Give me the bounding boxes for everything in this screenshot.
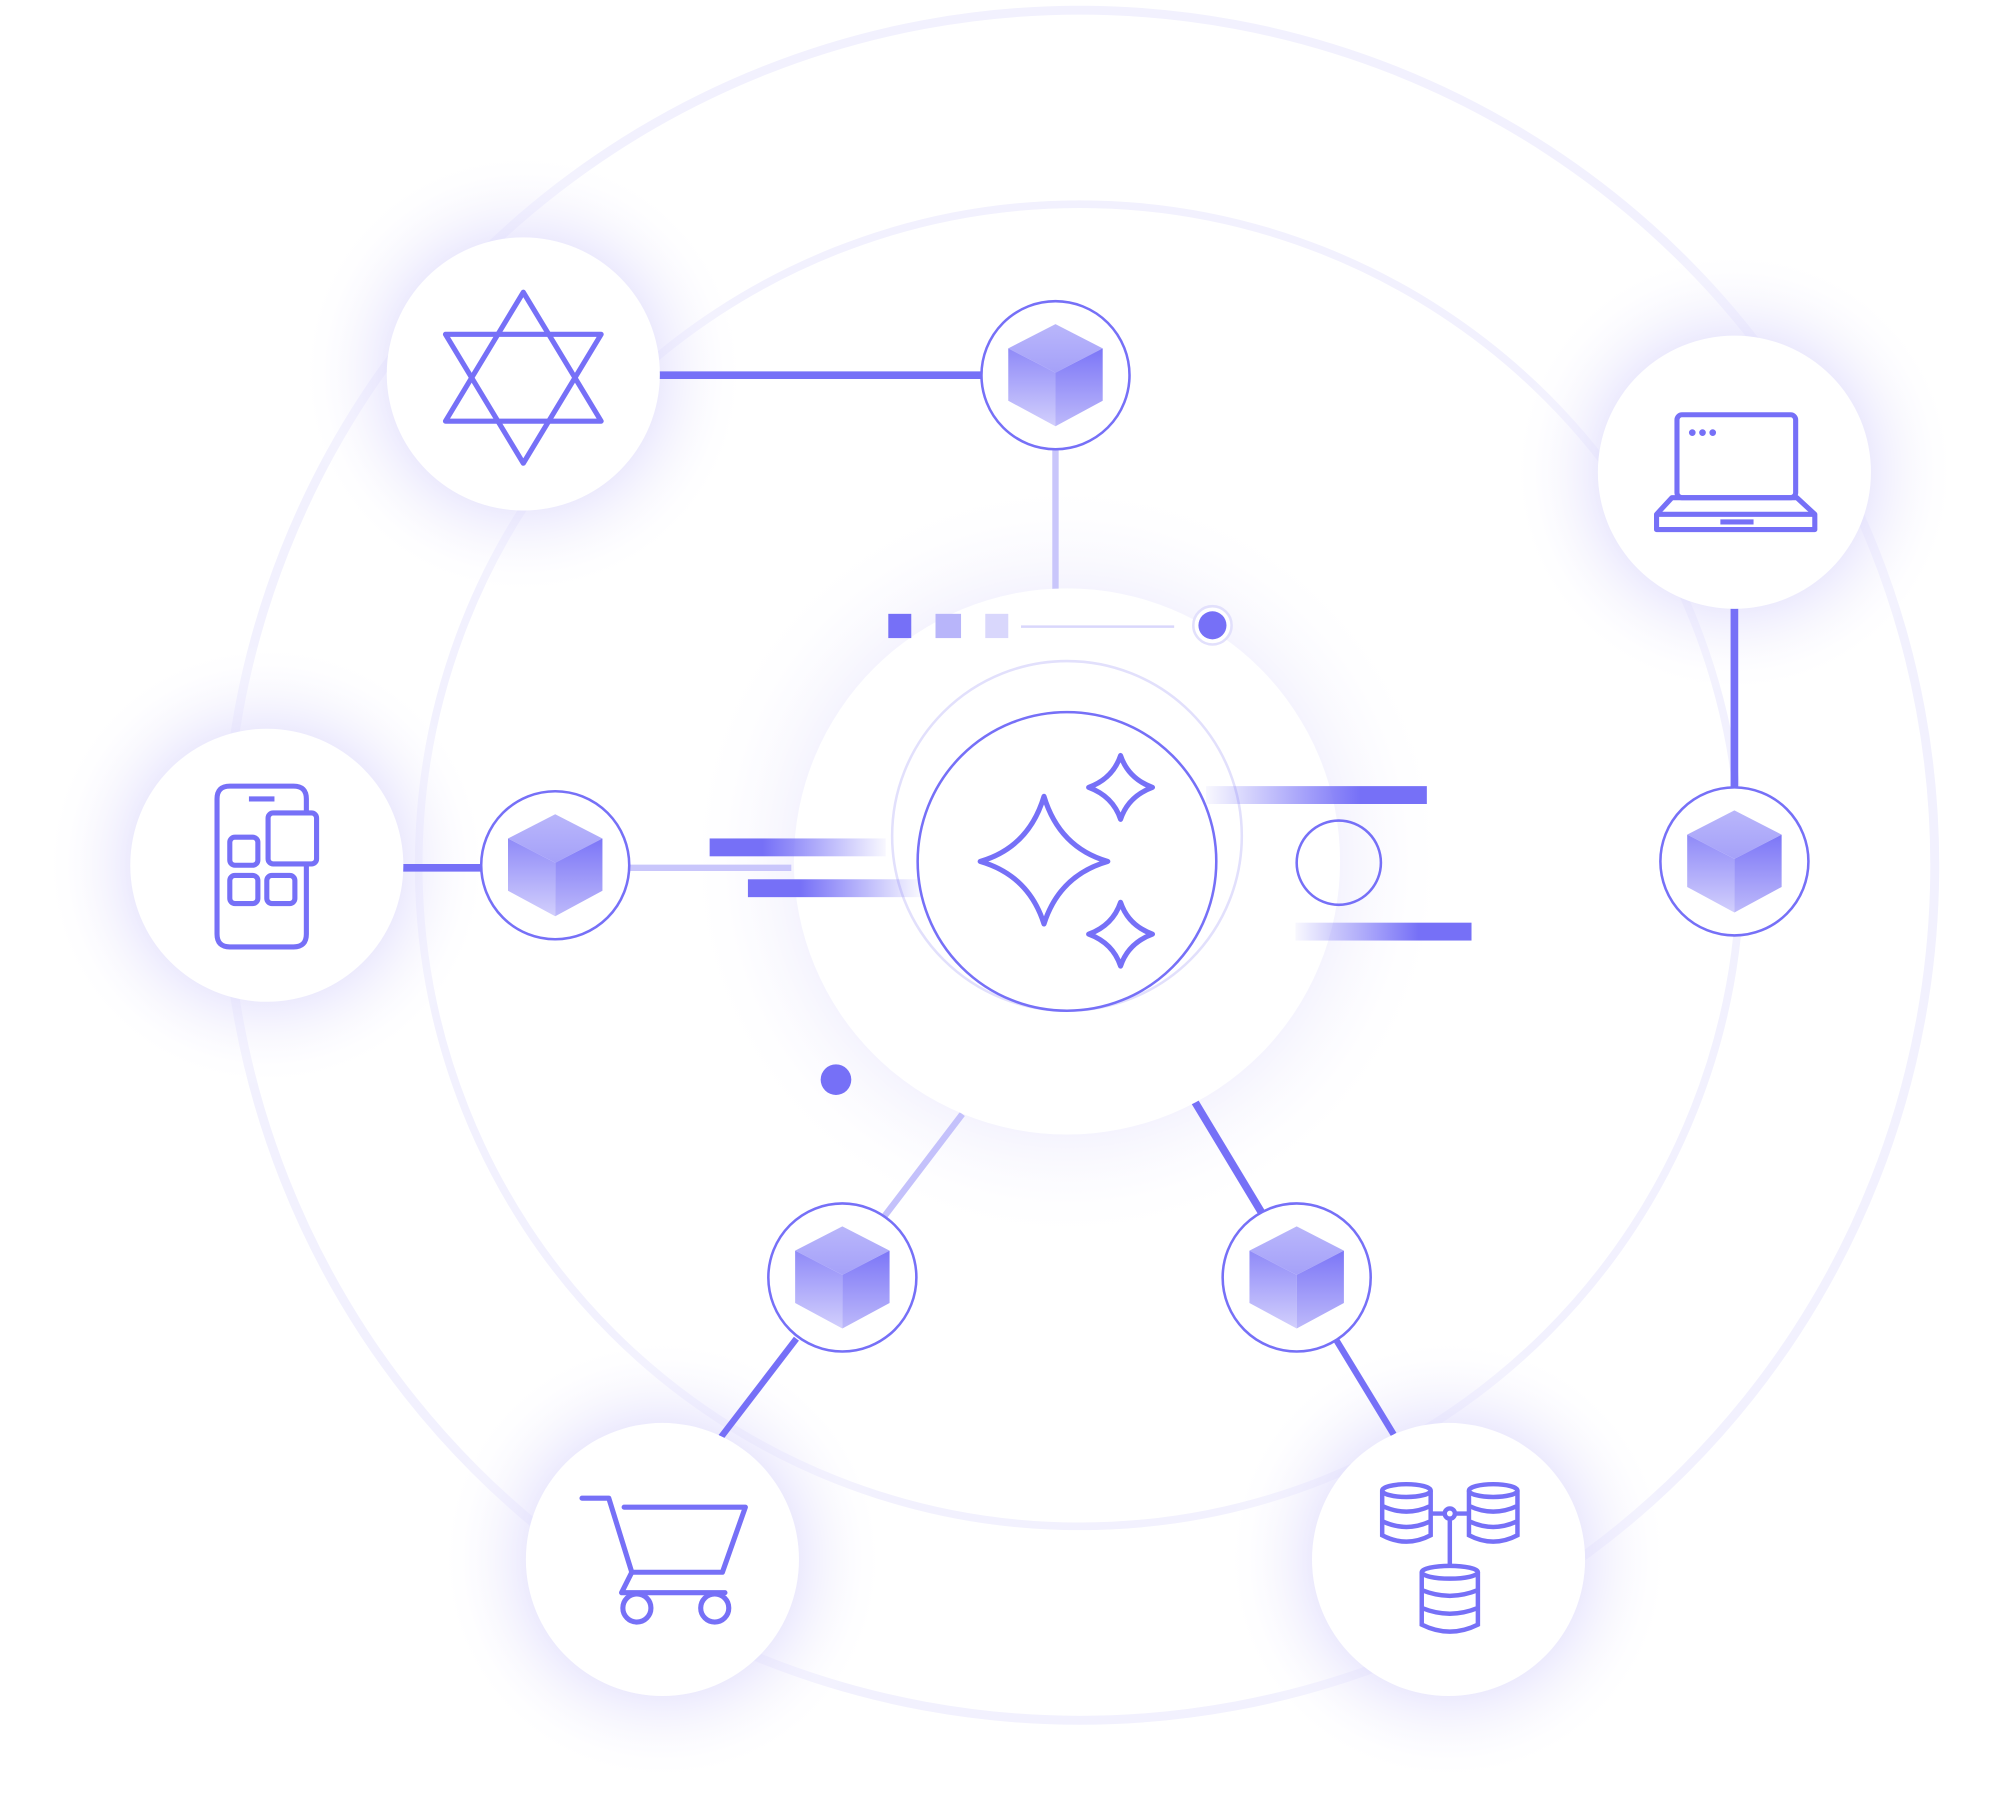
satellite-laptop (1597, 335, 1871, 609)
cube-icon (980, 299, 1131, 451)
floating-dot (820, 1064, 852, 1095)
speed-bar (1295, 922, 1472, 941)
indicator-square (888, 613, 912, 639)
satellite-star (386, 237, 660, 511)
cube-icon (479, 789, 631, 941)
indicator-square (985, 613, 1009, 639)
mobile-apps-icon (214, 783, 320, 950)
indicator-square (935, 613, 962, 639)
cube-icon (1659, 786, 1810, 937)
sparkles-icon (977, 752, 1156, 969)
satellite-cart (525, 1422, 799, 1697)
laptop-icon (1654, 412, 1818, 533)
star-of-david-icon (442, 289, 604, 466)
speed-bar (1206, 786, 1427, 804)
cube-icon (767, 1202, 918, 1353)
cube-icon (1221, 1202, 1372, 1353)
shopping-cart-icon (579, 1495, 748, 1625)
database-cluster-icon (1379, 1481, 1520, 1634)
hub-core-ring (916, 710, 1218, 1013)
small-ring (1295, 819, 1383, 907)
speed-bar (709, 838, 886, 857)
speed-bar (747, 879, 921, 898)
central-hub (709, 588, 1472, 1135)
satellite-database (1311, 1422, 1586, 1697)
satellite-mobile (130, 728, 404, 1002)
connector-lines (402, 371, 1739, 1439)
